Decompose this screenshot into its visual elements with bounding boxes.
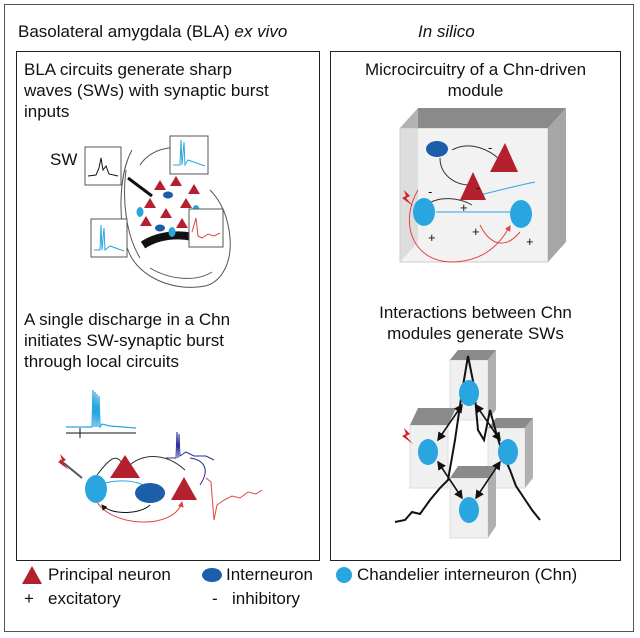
legend-plus-symbol: + bbox=[24, 589, 34, 608]
red-trace-inset bbox=[188, 208, 224, 248]
principal-neuron bbox=[154, 180, 166, 190]
left-header-title: Basolateral amygdala (BLA) bbox=[18, 22, 230, 41]
principal-neuron bbox=[160, 208, 172, 218]
sign: + bbox=[526, 234, 534, 249]
legend-chandelier-label: Chandelier interneuron (Chn) bbox=[357, 565, 578, 584]
interneuron bbox=[163, 191, 173, 199]
legend-inhibitory-label: inhibitory bbox=[232, 589, 301, 608]
blue-trace-inset-top bbox=[169, 135, 209, 175]
left-bottom-line-1: A single discharge in a Chn bbox=[24, 310, 231, 329]
right-header-title: In silico bbox=[418, 22, 475, 41]
left-top-line-1: BLA circuits generate sharp bbox=[24, 60, 232, 79]
principal-neuron bbox=[170, 176, 182, 186]
principal-neuron bbox=[460, 172, 486, 200]
chandelier-neuron bbox=[459, 497, 479, 523]
left-panel bbox=[16, 51, 320, 561]
principal-neuron bbox=[171, 477, 197, 500]
principal-neuron bbox=[176, 218, 188, 228]
legend-minus-symbol: - bbox=[212, 589, 218, 608]
principal-neuron bbox=[144, 198, 156, 208]
right-top-line-2: module bbox=[447, 81, 504, 100]
right-header: In silico bbox=[418, 22, 475, 42]
red-psp-trace bbox=[205, 477, 263, 521]
principal-neuron bbox=[490, 143, 518, 172]
left-header: Basolateral amygdala (BLA) ex vivo bbox=[18, 22, 287, 42]
blue-trace-inset-left bbox=[90, 218, 128, 258]
principal-neuron bbox=[140, 216, 152, 226]
left-circuit-cells bbox=[58, 454, 197, 503]
sign: + bbox=[472, 224, 480, 239]
right-top-text: Microcircuitry of a Chn-driven module bbox=[330, 59, 621, 101]
stimulus-bolt-icon bbox=[58, 454, 69, 470]
chandelier-neuron bbox=[168, 227, 176, 237]
chandelier-neuron bbox=[413, 198, 435, 226]
chandelier-neuron bbox=[418, 439, 438, 465]
blue-burst-trace bbox=[166, 431, 215, 461]
left-top-line-2: waves (SWs) with synaptic burst bbox=[24, 81, 269, 100]
bla-principal-neurons bbox=[140, 176, 200, 228]
module-signs: - - - + + + + bbox=[428, 140, 534, 249]
sign: + bbox=[460, 200, 468, 215]
recording-electrode bbox=[127, 176, 153, 198]
stimulus-bolt-icon bbox=[402, 190, 413, 206]
left-circuit-connections bbox=[59, 456, 206, 523]
sign: - bbox=[476, 180, 480, 195]
left-top-line-3: inputs bbox=[24, 102, 70, 121]
sign: - bbox=[428, 184, 432, 199]
stimulus-bolt-icon bbox=[402, 428, 413, 444]
right-bottom-text: Interactions between Chn modules generat… bbox=[330, 302, 621, 344]
right-bottom-line-2: modules generate SWs bbox=[387, 324, 564, 343]
principal-neuron bbox=[180, 198, 192, 208]
right-panel bbox=[330, 51, 621, 561]
chn-spike-trace bbox=[66, 389, 137, 438]
legend-chandelier-icon bbox=[336, 567, 352, 583]
sign: + bbox=[428, 230, 436, 245]
bla-slice-outline bbox=[120, 147, 231, 288]
sw-trace-inset bbox=[84, 146, 122, 186]
right-bottom-line-1: Interactions between Chn bbox=[379, 303, 572, 322]
principal-neuron bbox=[110, 455, 140, 478]
left-bottom-line-2: initiates SW-synaptic burst bbox=[24, 331, 224, 350]
module-stack-cells bbox=[402, 380, 518, 523]
interneuron bbox=[155, 224, 165, 232]
chandelier-neuron bbox=[136, 207, 144, 217]
interneuron bbox=[135, 483, 165, 503]
chandelier-neuron bbox=[459, 380, 479, 406]
sign: - bbox=[488, 140, 492, 155]
chandelier-neuron bbox=[498, 439, 518, 465]
chandelier-neuron bbox=[85, 475, 107, 503]
left-top-text: BLA circuits generate sharp waves (SWs) … bbox=[24, 59, 269, 122]
legend-interneuron-label: Interneuron bbox=[226, 565, 313, 584]
chandelier-neuron bbox=[510, 200, 532, 228]
principal-neuron bbox=[188, 184, 200, 194]
left-header-italic: ex vivo bbox=[234, 22, 288, 41]
figure-frame bbox=[4, 4, 634, 632]
right-top-line-1: Microcircuitry of a Chn-driven bbox=[364, 60, 587, 79]
module-arrows bbox=[437, 403, 501, 500]
sw-label: SW bbox=[50, 150, 78, 169]
legend-principal-label: Principal neuron bbox=[48, 565, 171, 584]
left-bottom-text: A single discharge in a Chn initiates SW… bbox=[24, 309, 230, 372]
interneuron bbox=[426, 141, 448, 157]
legend-excitatory-label: excitatory bbox=[48, 589, 121, 608]
left-bottom-line-3: through local circuits bbox=[24, 352, 179, 371]
module-cells bbox=[402, 141, 532, 228]
legend-principal-icon bbox=[22, 566, 42, 584]
module-cube bbox=[399, 108, 566, 263]
legend-interneuron-icon bbox=[202, 568, 222, 582]
